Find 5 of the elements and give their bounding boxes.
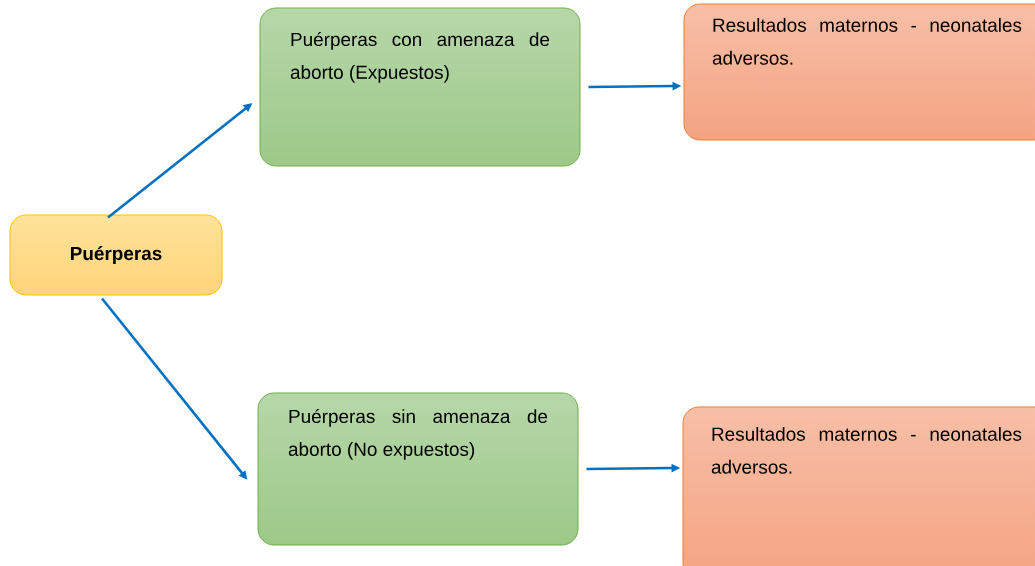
start-box: Puérperas <box>9 214 223 296</box>
group-box: Puérperas sin amenaza de aborto (No expuestos) <box>257 392 579 546</box>
outcome-box: Resultados maternos - neonatales adversos. <box>682 406 1035 566</box>
outcome-box: Resultados maternos - neonatales adversos. <box>683 3 1035 141</box>
group-box: Puérperas con amenaza de aborto (Expuestos) <box>259 7 581 167</box>
